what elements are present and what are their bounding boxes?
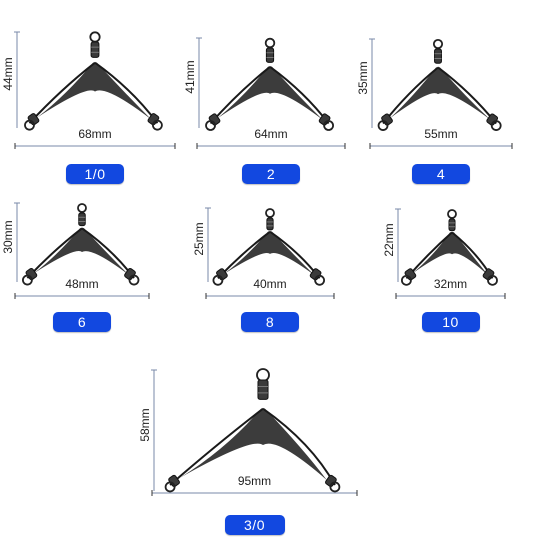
rig-left-arm — [169, 407, 264, 486]
height-dimension-line — [14, 31, 20, 128]
left-end-swivel — [400, 268, 417, 286]
top-ring — [447, 209, 457, 219]
left-end-swivel — [205, 113, 221, 131]
top-ring — [432, 38, 444, 50]
height-dimension-line — [205, 207, 211, 282]
rig-membrane — [389, 67, 491, 120]
width-label: 68mm — [78, 127, 112, 141]
top-swivel — [78, 212, 86, 227]
size-badge[interactable]: 8 — [241, 312, 299, 332]
left-end-swivel — [212, 268, 228, 286]
width-label: 40mm — [253, 277, 287, 291]
right-end-swivel — [325, 474, 341, 493]
size-card-3: 30mm 48mm 6 — [0, 0, 150, 332]
rig-membrane — [411, 232, 489, 276]
rig-membrane — [37, 62, 152, 120]
width-dimension-line — [196, 143, 346, 149]
rig-membrane — [180, 408, 327, 481]
width-label: 95mm — [237, 474, 272, 488]
rig — [164, 368, 341, 493]
width-label: 32mm — [433, 277, 468, 291]
width-dimension-line — [205, 293, 335, 299]
rig-membrane — [217, 66, 323, 120]
rig-membrane — [33, 228, 129, 275]
width-label: 64mm — [254, 127, 288, 141]
height-dimension-line — [14, 202, 20, 282]
top-swivel — [266, 217, 274, 231]
top-ring — [77, 203, 87, 213]
height-dimension-line — [395, 208, 401, 282]
size-card-2: 35mm 55mm 4 — [0, 0, 513, 184]
size-card-0: 44mm 68mm 1/0 — [0, 0, 176, 184]
left-end-swivel — [377, 113, 393, 131]
width-dimension-line — [151, 490, 358, 496]
right-end-swivel — [482, 268, 498, 286]
right-end-swivel — [309, 268, 326, 286]
size-badge[interactable]: 6 — [53, 312, 111, 332]
right-end-swivel — [147, 113, 163, 131]
right-end-swivel — [318, 113, 335, 131]
top-swivel — [257, 379, 269, 400]
height-label: 58mm — [138, 407, 152, 442]
height-dimension-line — [369, 38, 375, 128]
width-label: 55mm — [424, 127, 458, 141]
rig — [377, 38, 502, 131]
size-badge[interactable]: 10 — [421, 312, 480, 332]
size-card-5: 22mm 32mm 10 — [0, 0, 506, 332]
top-swivel — [434, 48, 442, 64]
size-badge[interactable]: 4 — [412, 164, 470, 184]
size-card-1: 41mm 64mm 2 — [0, 0, 346, 184]
size-badge[interactable]: 3/0 — [224, 515, 285, 535]
rig — [21, 203, 140, 286]
rig — [400, 209, 498, 286]
top-ring — [265, 208, 275, 218]
size-badge[interactable]: 2 — [242, 164, 300, 184]
height-dimension-line — [196, 37, 202, 128]
width-dimension-line — [14, 293, 150, 299]
left-end-swivel — [164, 474, 180, 493]
width-label: 48mm — [65, 277, 99, 291]
rig — [205, 37, 335, 131]
width-dimension-line — [369, 143, 513, 149]
top-ring — [264, 37, 276, 49]
size-badge[interactable]: 1/0 — [66, 164, 124, 184]
rig-membrane — [224, 231, 315, 276]
rig — [24, 31, 163, 131]
left-end-swivel — [21, 267, 38, 286]
width-dimension-line — [14, 143, 176, 149]
right-end-swivel — [124, 267, 140, 286]
size-card-4: 25mm 40mm 8 — [0, 0, 335, 332]
top-swivel — [90, 41, 100, 58]
right-end-swivel — [486, 113, 502, 131]
top-ring — [256, 368, 270, 382]
left-end-swivel — [24, 113, 40, 131]
width-dimension-line — [395, 293, 506, 299]
rig — [212, 208, 326, 286]
size-card-6: 58mm 95mm 3/0 — [0, 0, 358, 535]
top-swivel — [448, 218, 456, 232]
top-swivel — [265, 47, 275, 63]
height-dimension-line — [151, 369, 157, 491]
